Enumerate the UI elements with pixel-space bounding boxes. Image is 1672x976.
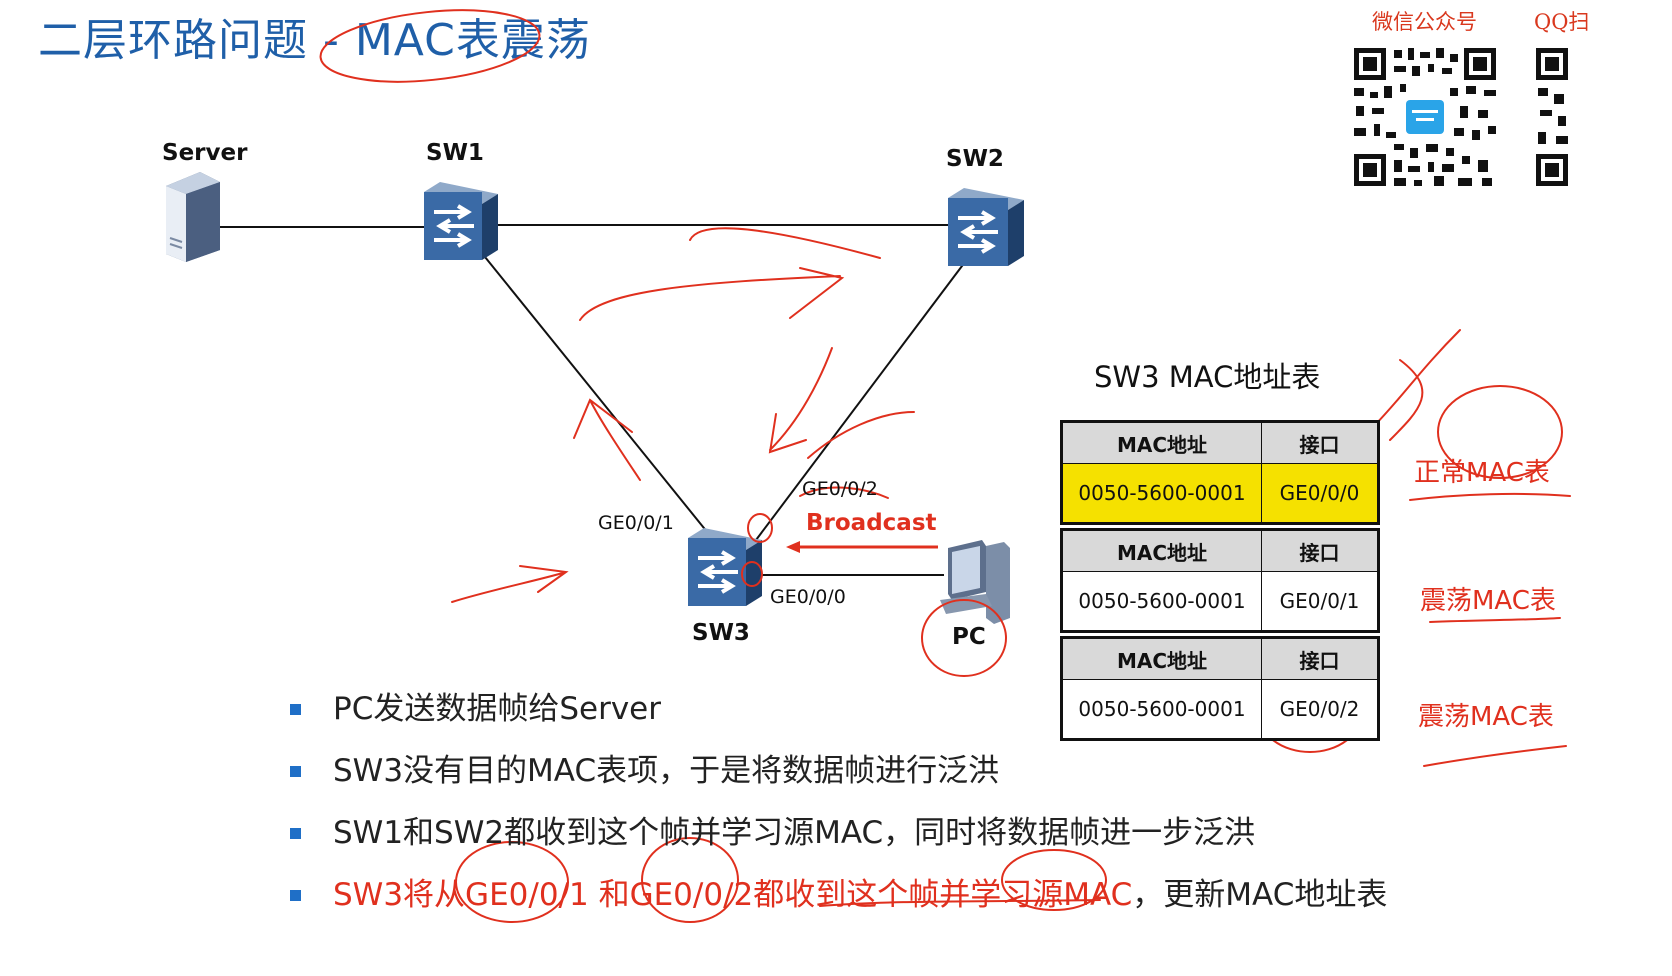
bullet-text: ，更新MAC地址表 (1132, 877, 1388, 913)
port-label-ge002: GE0/0/2 (802, 478, 878, 500)
mac-entry-address: 0050-5600-0001 (1061, 679, 1262, 740)
bullet-item: SW3将从GE0/0/1 和GE0/0/2都收到这个帧并学习源MAC，更新MAC… (290, 864, 1387, 926)
qq-qr-code-icon (1536, 48, 1568, 186)
bullet-text: PC发送数据帧给Server (333, 691, 661, 727)
link-sw2-sw3 (755, 257, 969, 541)
sw3-label: SW3 (692, 620, 750, 646)
normal-mac-table-label: 正常MAC表 (1414, 458, 1550, 488)
bullet-square-icon (290, 889, 301, 901)
mac-entry-port: GE0/0/1 (1261, 571, 1379, 632)
bullet-item: SW3没有目的MAC表项，于是将数据帧进行泛洪 (290, 740, 1387, 802)
mac-entry-address: 0050-5600-0001 (1061, 463, 1262, 524)
pc-label: PC (952, 624, 986, 650)
bullet-item: SW1和SW2都收到这个帧并学习源MAC，同时将数据帧进一步泛洪 (290, 802, 1387, 864)
port-label-ge000: GE0/0/0 (770, 586, 846, 608)
broadcast-label: Broadcast (806, 510, 937, 536)
handwritten-annotations (319, 9, 1571, 923)
mac-table-header-mac: MAC地址 (1061, 637, 1262, 680)
wechat-qr-code-icon (1350, 44, 1500, 190)
mac-table-normal: MAC地址 接口 0050-5600-0001 GE0/0/0 (1060, 420, 1380, 525)
mac-table-header-port: 接口 (1261, 421, 1379, 464)
page-title: 二层环路问题 - MAC表震荡 (38, 15, 591, 66)
pc-icon (940, 540, 1010, 624)
flap-mac-table-label-2: 震荡MAC表 (1418, 702, 1554, 732)
server-label: Server (162, 140, 248, 166)
bullet-square-icon (290, 703, 301, 715)
link-sw1-sw3 (484, 256, 713, 539)
sw2-label: SW2 (946, 146, 1004, 172)
sw3-switch-icon (688, 528, 762, 606)
sw1-switch-icon (424, 182, 498, 260)
sw1-label: SW1 (426, 140, 484, 166)
mac-table-header-mac: MAC地址 (1061, 421, 1262, 464)
mac-entry-port: GE0/0/2 (1261, 679, 1379, 740)
server-icon (166, 172, 220, 262)
bullet-text-highlight: SW3将从GE0/0/1 和GE0/0/2都收到这个帧并学习源MAC (333, 877, 1133, 913)
bullet-text: SW1和SW2都收到这个帧并学习源MAC，同时将数据帧进一步泛洪 (333, 815, 1256, 851)
mac-table-flap-1: MAC地址 接口 0050-5600-0001 GE0/0/1 (1060, 528, 1380, 633)
port-label-ge001: GE0/0/1 (598, 512, 674, 534)
mac-table-title: SW3 MAC地址表 (1094, 360, 1321, 394)
bullet-square-icon (290, 765, 301, 777)
flap-mac-table-label-1: 震荡MAC表 (1420, 586, 1556, 616)
bullet-text: SW3没有目的MAC表项，于是将数据帧进行泛洪 (333, 753, 1000, 789)
mac-entry-port: GE0/0/0 (1261, 463, 1379, 524)
mac-table-header-port: 接口 (1261, 637, 1379, 680)
bullet-item: PC发送数据帧给Server (290, 678, 1387, 740)
mac-table-flap-2: MAC地址 接口 0050-5600-0001 GE0/0/2 (1060, 636, 1380, 741)
broadcast-arrow-icon (786, 541, 938, 553)
mac-table-header-mac: MAC地址 (1061, 529, 1262, 572)
qq-qr-label: QQ扫 (1534, 10, 1590, 34)
mac-table-header-port: 接口 (1261, 529, 1379, 572)
mac-entry-address: 0050-5600-0001 (1061, 571, 1262, 632)
bullet-square-icon (290, 827, 301, 839)
wechat-qr-label: 微信公众号 (1372, 10, 1477, 34)
explanation-bullet-list: PC发送数据帧给Server SW3没有目的MAC表项，于是将数据帧进行泛洪 S… (290, 678, 1387, 926)
sw2-switch-icon (948, 188, 1024, 266)
